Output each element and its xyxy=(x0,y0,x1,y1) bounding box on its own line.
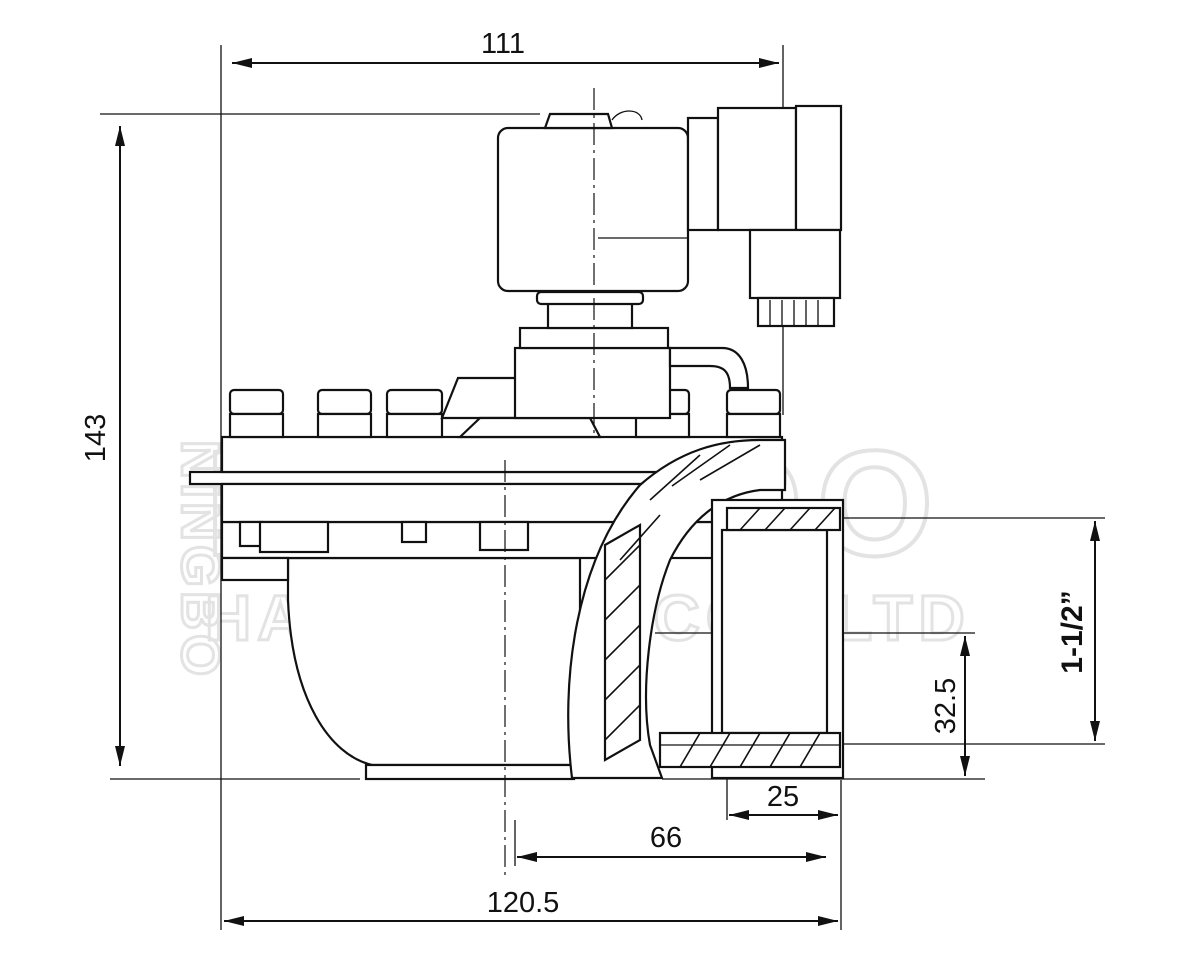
dimension-lines xyxy=(115,58,1100,926)
dim-port-center-height: 32.5 xyxy=(930,678,962,734)
bonnet-and-bolts xyxy=(228,290,782,439)
dim-height: 143 xyxy=(80,414,112,462)
dim-thread-length: 25 xyxy=(767,781,799,813)
outlet-port xyxy=(567,438,845,780)
dim-total-width: 120.5 xyxy=(487,887,560,919)
valve-body xyxy=(188,435,787,781)
dim-port-offset: 66 xyxy=(650,822,682,854)
dim-port-size: 1-1/2” xyxy=(1056,590,1089,673)
dim-top-width: 111 xyxy=(481,28,525,60)
dimension-labels: 111 143 1-1/2” 32.5 25 66 120.5 xyxy=(80,28,1089,919)
center-lines xyxy=(504,88,595,880)
solenoid xyxy=(496,104,843,328)
